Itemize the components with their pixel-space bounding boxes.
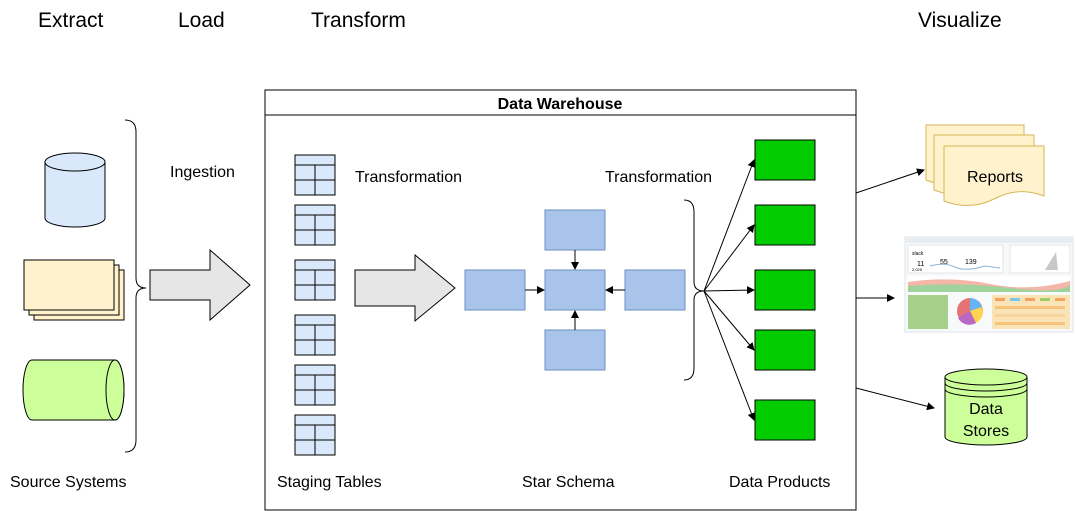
- database-cylinder-icon: [44, 152, 106, 228]
- dashboard-metric-2: 55: [940, 259, 948, 266]
- transformation-arrow: [354, 253, 456, 323]
- staging-tables-label: Staging Tables: [277, 474, 382, 491]
- stage-load: Load: [178, 9, 225, 32]
- star-schema: [464, 209, 686, 371]
- fact-table: [544, 269, 606, 311]
- source-systems-label: Source Systems: [10, 474, 126, 491]
- data-stores-label-line1: Data: [969, 401, 1003, 418]
- reports-label: Reports: [967, 169, 1023, 186]
- data-product-box: [754, 139, 816, 181]
- stage-transform: Transform: [311, 9, 406, 32]
- dashboard-brand: slack: [912, 251, 924, 257]
- ingestion-label: Ingestion: [170, 164, 235, 181]
- dashboard-screenshot: slack 11 55 139 2,025: [904, 236, 1074, 333]
- staging-table-icon: [294, 154, 336, 196]
- data-product-box: [754, 269, 816, 311]
- dashboard-metric-3: 139: [965, 259, 977, 266]
- data-product-box: [754, 329, 816, 371]
- data-product-arrow: [703, 159, 756, 292]
- dimension-right: [624, 269, 686, 311]
- transformation-label-2: Transformation: [605, 169, 712, 186]
- warehouse-title: Data Warehouse: [498, 96, 623, 113]
- stage-visualize: Visualize: [918, 9, 1002, 32]
- transformation-label-1: Transformation: [355, 169, 462, 186]
- data-stores-cylinder-icon: [944, 368, 1028, 446]
- data-product-arrow: [703, 286, 755, 295]
- datastores-arrow: [855, 387, 935, 411]
- ingestion-arrow: [149, 248, 251, 322]
- data-products-label: Data Products: [729, 474, 830, 491]
- dashboard-metric-1: 11: [917, 261, 924, 268]
- staging-table-icon: [294, 414, 336, 456]
- data-product-arrow: [703, 224, 755, 292]
- reports-arrow: [855, 168, 925, 194]
- data-product-arrow: [703, 290, 756, 421]
- staging-table-icon: [294, 364, 336, 406]
- data-product-box: [754, 399, 816, 441]
- dimension-bottom: [544, 329, 606, 371]
- staging-table-icon: [294, 204, 336, 246]
- reports-document-icon: [925, 124, 1045, 206]
- stage-extract: Extract: [38, 9, 104, 32]
- dimension-left: [464, 269, 526, 311]
- document-stack-icon: [23, 259, 125, 321]
- source-brace: [124, 119, 147, 453]
- staging-tables: [294, 154, 336, 456]
- dimension-top: [544, 209, 606, 251]
- storage-cylinder-icon: [22, 359, 125, 421]
- dashboard-small-value: 2,025: [912, 267, 923, 272]
- data-product-box: [754, 204, 816, 246]
- data-stores-label-line2: Stores: [963, 423, 1009, 440]
- products-brace: [683, 199, 705, 381]
- data-products: [703, 139, 816, 441]
- warehouse-box: [264, 89, 857, 511]
- data-product-arrow: [703, 290, 755, 351]
- staging-table-icon: [294, 259, 336, 301]
- staging-table-icon: [294, 314, 336, 356]
- star-schema-label: Star Schema: [522, 474, 615, 491]
